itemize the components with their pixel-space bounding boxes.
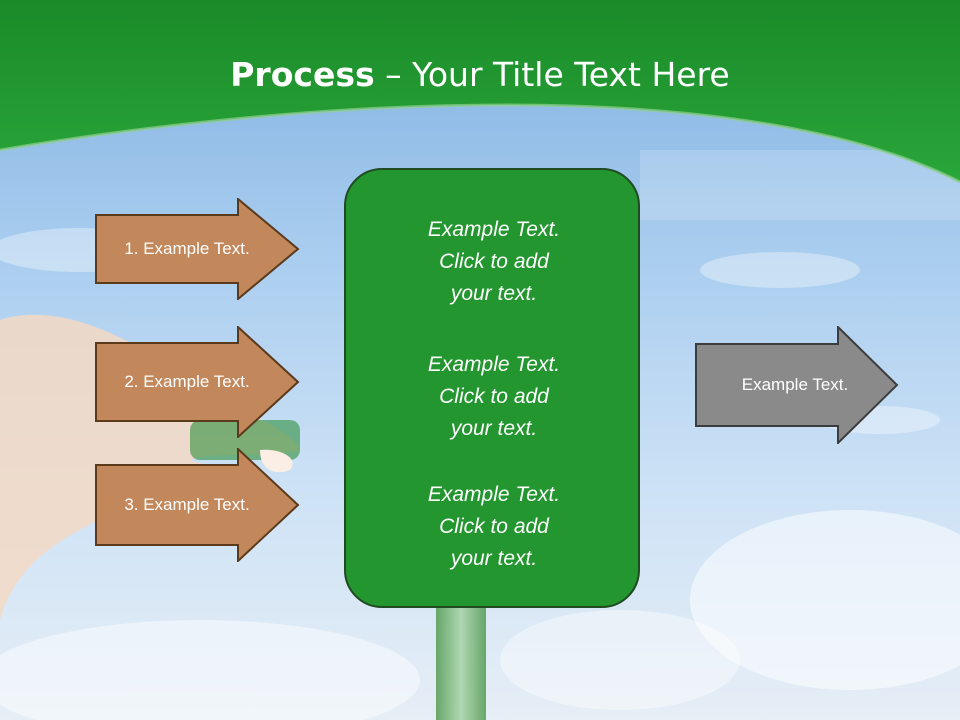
header-band [0,0,960,184]
left-arrow-3[interactable]: 3. Example Text. [95,448,300,562]
block-line: Example Text. [427,218,561,241]
center-block-1: Example Text. Click to add your text. [346,214,642,310]
arrow-shape [695,326,899,444]
block-line: Click to add [439,250,549,273]
block-line: your text. [450,282,538,305]
arrow-shape [95,198,300,300]
title-rest: – Your Title Text Here [374,55,730,94]
center-block-2: Example Text. Click to add your text. [346,349,642,445]
block-line: Example Text. [427,353,561,376]
left-arrow-2-label: 2. Example Text. [124,372,250,391]
block-line: Click to add [439,385,549,408]
title-bold: Process [230,55,375,94]
left-arrow-1[interactable]: 1. Example Text. [95,198,300,300]
right-arrow[interactable]: Example Text. [695,326,899,444]
center-block-3: Example Text. Click to add your text. [346,479,642,575]
center-text-box[interactable]: Example Text. Click to add your text. Ex… [344,168,640,608]
left-arrow-1-label: 1. Example Text. [124,239,250,258]
arrow-shape [95,326,300,438]
block-line: your text. [450,417,538,440]
left-arrow-3-label: 3. Example Text. [124,495,250,514]
block-line: Click to add [439,515,549,538]
slide-title: Process – Your Title Text Here [0,55,960,94]
left-arrow-2[interactable]: 2. Example Text. [95,326,300,438]
block-line: your text. [450,547,538,570]
right-arrow-label: Example Text. [741,375,849,394]
block-line: Example Text. [427,483,561,506]
arrow-shape [95,448,300,562]
